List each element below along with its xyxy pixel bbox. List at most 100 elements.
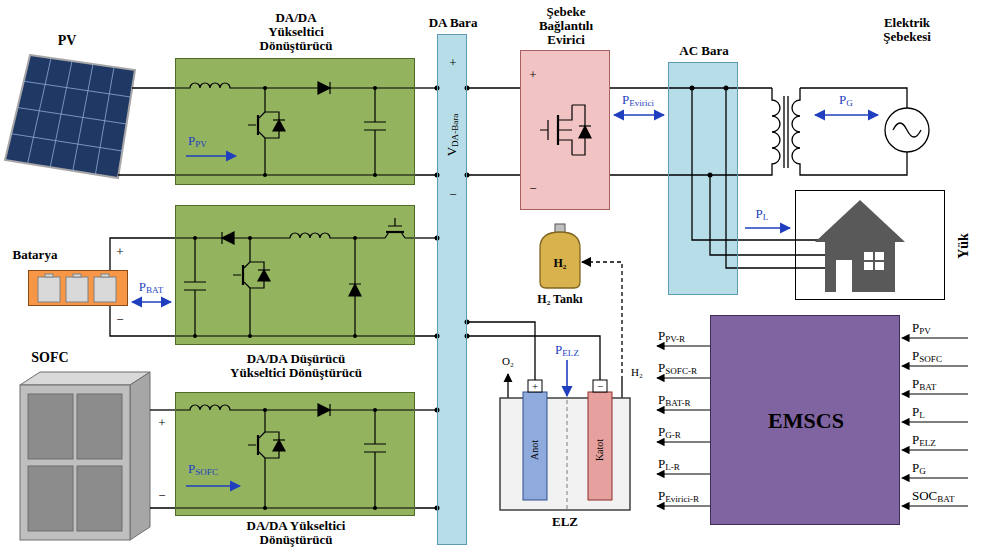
signal-label: SOCBAT — [912, 489, 954, 505]
box-fill — [175, 205, 415, 345]
wire-connector — [738, 88, 907, 108]
battery-cells — [38, 277, 60, 302]
text-part: P — [912, 348, 919, 363]
box-fill — [795, 190, 945, 300]
fuel-cell: SOFC — [20, 372, 150, 540]
battery-cells — [94, 277, 116, 302]
house-icon — [864, 252, 884, 270]
power-flow-arrow — [186, 485, 240, 487]
node-label: ELZ — [552, 515, 578, 530]
wire-connector — [110, 238, 175, 270]
text-part: P — [139, 279, 146, 294]
converter-box: DA/DA Düşürücü Yükseltici Dönüştürücü — [175, 205, 415, 345]
ac-source-symbol — [885, 108, 929, 152]
fuel-cell-picture — [28, 394, 73, 459]
inverter-switch — [579, 126, 591, 138]
inverter-switch — [540, 105, 585, 155]
subscript: G — [919, 466, 926, 476]
ac-source-symbol — [885, 108, 929, 152]
junction-dot — [263, 408, 267, 412]
text-part: P — [658, 488, 665, 503]
signal-arrow — [657, 441, 710, 442]
node-label: VDA-Bara — [445, 114, 461, 157]
signal-label: PL — [912, 405, 925, 421]
power-flow-arrow — [566, 360, 568, 396]
text-part: P — [756, 206, 763, 221]
tank-picture — [540, 232, 580, 288]
subscript: L — [763, 212, 769, 222]
text-part: P — [912, 432, 919, 447]
load-box: Yük — [795, 190, 945, 300]
wire — [621, 380, 622, 398]
converter-schematic — [318, 82, 330, 94]
subscript: SOFC-R — [665, 366, 697, 376]
inverter-switch — [540, 105, 591, 155]
signal-label: PPV-R — [658, 329, 685, 345]
text-part: SOC — [912, 488, 937, 503]
box-fill — [175, 392, 415, 516]
box-fill — [28, 34, 945, 545]
text-part: V — [444, 147, 459, 156]
pv-panel-picture — [5, 55, 135, 178]
node-label: Elektrik Şebekesi — [875, 16, 939, 44]
subscript: L — [919, 410, 925, 420]
text-part: P — [555, 342, 562, 357]
box-fill — [175, 58, 415, 185]
signal-label: PELZ — [555, 343, 579, 359]
bus-bar: DA Bara+VDA-Bara− — [437, 34, 467, 545]
node-label: H₂ Tankı — [537, 293, 582, 307]
subscript: ELZ — [562, 348, 579, 358]
electrolyzer-picture — [500, 380, 630, 510]
signal-label: − — [116, 313, 123, 328]
house-icon — [825, 240, 895, 292]
subscript: BAT — [146, 285, 163, 295]
signal-label: PG — [912, 461, 926, 477]
junction-dot — [373, 86, 377, 90]
power-flow-arrow — [132, 301, 171, 303]
inverter-switch — [557, 115, 559, 145]
converter-schematic — [222, 232, 234, 244]
signal-label: PL-R — [658, 457, 680, 473]
wire-connector — [150, 409, 175, 410]
fuel-cell-picture — [20, 372, 150, 540]
transformer-symbol — [738, 88, 907, 175]
wire-connector — [135, 87, 175, 88]
signal-arrow — [902, 477, 968, 478]
junction-dot — [465, 173, 470, 178]
junction-dot — [263, 173, 267, 177]
junction-dot — [248, 236, 252, 240]
node-label: DA/DA Yükseltici Dönüştürücü — [241, 519, 351, 547]
box-fill — [668, 62, 738, 295]
power-flow-arrow — [614, 114, 664, 116]
converter-schematic — [175, 83, 415, 175]
signal-arrow — [902, 505, 968, 506]
bus-bar: AC Bara — [668, 62, 738, 295]
wire-connector — [610, 87, 668, 88]
converter-box: DA/DA Yükseltici Dönüştürücü — [175, 58, 415, 185]
signal-label: + — [116, 245, 123, 260]
battery-cells — [101, 274, 109, 277]
text-part: P — [658, 424, 665, 439]
power-flow-arrow — [186, 155, 236, 157]
converter-schematic — [248, 112, 285, 138]
transformer-symbol — [738, 88, 780, 175]
hydrogen-tank: H₂H₂ Tankı — [538, 232, 582, 288]
node-label: H₂ — [554, 257, 567, 271]
converter-schematic — [175, 218, 415, 336]
house-icon — [836, 260, 852, 292]
node-label: + — [532, 380, 538, 393]
pv-panel-picture — [11, 58, 131, 174]
junction-dot — [353, 236, 357, 240]
signal-label: PSOFC-R — [658, 361, 697, 377]
electrolyzer-picture — [567, 400, 568, 510]
node-label: DA/DA Yükseltici Dönüştürücü — [254, 11, 338, 53]
wire — [415, 174, 668, 175]
power-flow-arrow — [745, 227, 790, 229]
electrolyzer-picture — [523, 392, 547, 500]
signal-label: PG-R — [658, 425, 681, 441]
wire — [110, 88, 825, 508]
converter-schematic — [349, 284, 361, 296]
node-label: + — [449, 56, 456, 71]
node-label: DA/DA Düşürücü Yükseltici Dönüştürücü — [226, 352, 366, 380]
